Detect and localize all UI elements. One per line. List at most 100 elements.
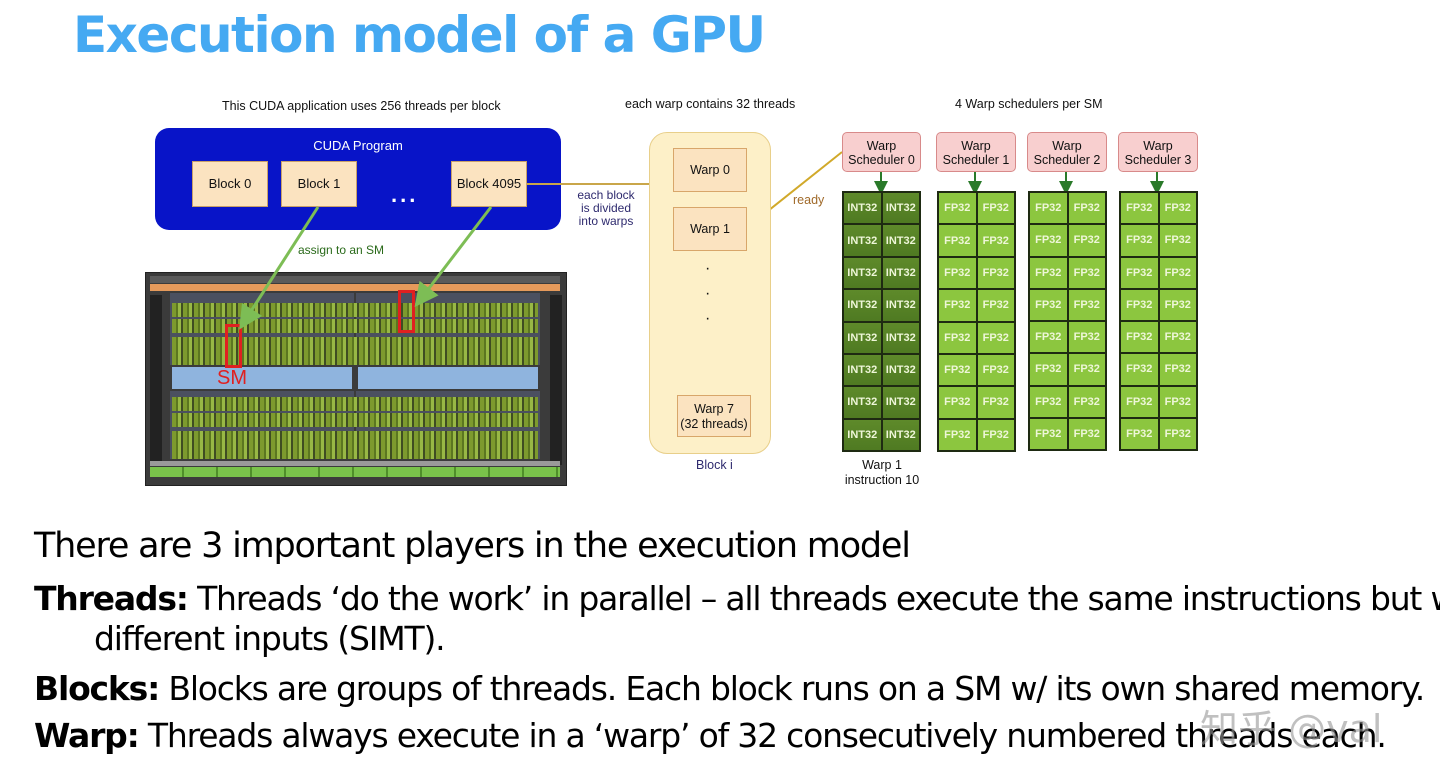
divide-label-line: is divided xyxy=(580,201,632,215)
scheduler-label: Scheduler 2 xyxy=(1033,153,1101,167)
fp32-unit: FP32 xyxy=(939,290,976,321)
fp32-unit: FP32 xyxy=(1121,418,1158,449)
blocks-term: Blocks: xyxy=(34,669,160,708)
blocks-ellipsis: ... xyxy=(391,182,419,207)
int32-unit: INT32 xyxy=(844,257,881,289)
int32-unit: INT32 xyxy=(882,290,919,321)
fp32-unit: FP32 xyxy=(1030,257,1067,288)
warp-1: Warp 1 xyxy=(673,207,747,251)
sm-row xyxy=(172,319,538,333)
int32-unit: INT32 xyxy=(882,225,919,256)
cuda-program-title: CUDA Program xyxy=(313,138,403,153)
fp32-unit: FP32 xyxy=(1030,289,1067,320)
scheduler-label: Warp xyxy=(866,139,897,153)
fp32-unit: FP32 xyxy=(1030,193,1067,224)
fp32-unit: FP32 xyxy=(939,419,976,450)
fp32-unit: FP32 xyxy=(977,257,1014,289)
sm-row xyxy=(172,351,538,365)
fp32-unit: FP32 xyxy=(977,354,1014,386)
watermark: 知乎 @val xyxy=(1200,707,1383,751)
ready-label: ready xyxy=(793,193,825,207)
int32-unit: INT32 xyxy=(844,419,881,450)
fp32-unit: FP32 xyxy=(1159,289,1196,320)
sm-label: SM xyxy=(217,367,247,389)
fp32-unit: FP32 xyxy=(1121,257,1158,288)
warp-scheduler-1: Warp Scheduler 1 xyxy=(936,132,1016,172)
fp32-unit: FP32 xyxy=(1121,354,1158,385)
fp32-unit: FP32 xyxy=(977,193,1014,224)
l2-cache-right xyxy=(358,367,538,389)
fp32-unit: FP32 xyxy=(977,322,1014,353)
fp32-unit: FP32 xyxy=(1121,193,1158,224)
fp32-unit: FP32 xyxy=(939,387,976,418)
threads-desc-cont: different inputs (SIMT). xyxy=(94,619,446,658)
fp32-unit: FP32 xyxy=(977,290,1014,321)
fp32-unit: FP32 xyxy=(939,322,976,353)
block-i-label: Block i xyxy=(696,458,733,472)
int32-unit: INT32 xyxy=(844,290,881,321)
threads-item: Threads: Threads ‘do the work’ in parall… xyxy=(34,579,1440,619)
warp-dot: · xyxy=(705,285,711,302)
fp32-unit: FP32 xyxy=(1068,354,1105,385)
threads-per-block-caption: This CUDA application uses 256 threads p… xyxy=(222,99,501,113)
fp32-unit: FP32 xyxy=(1030,386,1067,417)
gpu-host-interface xyxy=(150,276,560,283)
warp-desc: Threads always execute in a ‘warp’ of 32… xyxy=(147,716,1387,755)
cuda-program-box: CUDA Program Block 0 Block 1 ... Block 4… xyxy=(155,128,561,230)
scheduler-label: Scheduler 3 xyxy=(1124,153,1192,167)
block-0: Block 0 xyxy=(192,161,268,207)
warp-7-threads: (32 threads) xyxy=(680,417,748,431)
fp32-unit: FP32 xyxy=(1068,418,1105,449)
slide-title: Execution model of a GPU xyxy=(73,6,766,64)
int32-unit: INT32 xyxy=(844,225,881,256)
fp32-unit: FP32 xyxy=(977,387,1014,418)
blocks-desc: Blocks are groups of threads. Each block… xyxy=(168,669,1425,708)
intro-text: There are 3 important players in the exe… xyxy=(34,526,911,566)
fp32-unit: FP32 xyxy=(1159,225,1196,256)
warp-7: Warp 7 (32 threads) xyxy=(677,395,751,437)
fp32-unit: FP32 xyxy=(1068,386,1105,417)
int32-unit: INT32 xyxy=(882,354,919,386)
fp32-unit: FP32 xyxy=(1030,354,1067,385)
int32-unit: INT32 xyxy=(882,193,919,224)
fp32-unit: FP32 xyxy=(1159,418,1196,449)
schedulers-caption: 4 Warp schedulers per SM xyxy=(955,97,1103,111)
fp32-unit: FP32 xyxy=(1068,322,1105,353)
int32-unit: INT32 xyxy=(844,322,881,353)
warp-scheduler-3: Warp Scheduler 3 xyxy=(1118,132,1198,172)
fp32-unit: FP32 xyxy=(939,257,976,289)
fp32-unit: FP32 xyxy=(1121,289,1158,320)
connector-lines xyxy=(239,151,1164,330)
int32-unit: INT32 xyxy=(882,257,919,289)
threads-term: Threads: xyxy=(34,579,189,618)
instruction-label: Warp 1 instruction 10 xyxy=(838,458,926,488)
sm-highlight-right xyxy=(398,290,415,333)
warp-scheduler-2: Warp Scheduler 2 xyxy=(1027,132,1107,172)
fp32-unit: FP32 xyxy=(1121,225,1158,256)
sm-row xyxy=(172,337,538,351)
sm-row xyxy=(172,397,538,411)
fp32-unit: FP32 xyxy=(1159,193,1196,224)
fp32-unit: FP32 xyxy=(939,193,976,224)
assign-arrow-block1 xyxy=(239,206,320,330)
block-4095: Block 4095 xyxy=(451,161,527,207)
divide-label-line: each block xyxy=(577,188,635,202)
fp32-unit: FP32 xyxy=(1068,257,1105,288)
scheduler-label: Warp xyxy=(1143,139,1173,153)
gpu-nvlink-bar xyxy=(150,467,560,477)
scheduler-label: Warp xyxy=(961,139,991,153)
int32-unit: INT32 xyxy=(844,193,881,224)
sm-row xyxy=(172,303,538,317)
sm-highlight-left xyxy=(225,324,242,368)
fp32-unit: FP32 xyxy=(939,225,976,256)
blocks-item: Blocks: Blocks are groups of threads. Ea… xyxy=(34,669,1425,709)
instruction-label-line: instruction 10 xyxy=(844,473,920,487)
scheduler-label: Warp xyxy=(1052,139,1082,153)
divide-label: each block is divided into warps xyxy=(576,189,636,228)
fp32-unit: FP32 xyxy=(1159,257,1196,288)
l2-cache-left xyxy=(172,367,352,389)
